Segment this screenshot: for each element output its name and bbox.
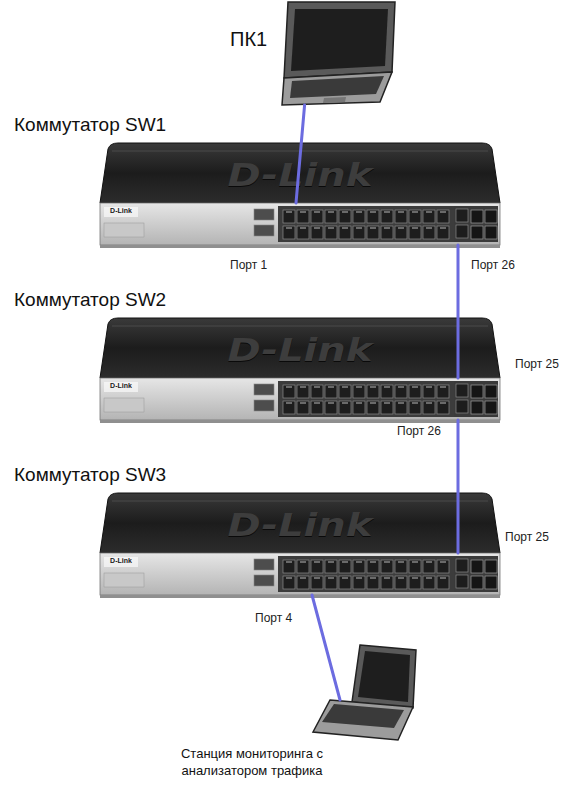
- switch-illustration: [100, 493, 500, 598]
- cable-line: [457, 420, 460, 553]
- brand-logo: D-Link: [228, 331, 373, 369]
- port-label: Порт 1: [230, 258, 267, 272]
- laptop-illustration: [313, 645, 416, 740]
- laptop-illustration: [282, 2, 395, 105]
- laptop-screen: [358, 651, 410, 702]
- brand-logo: D-Link: [110, 557, 132, 565]
- laptop-screen: [291, 9, 388, 71]
- laptop-keyboard: [290, 76, 384, 98]
- brand-logo: D-Link: [110, 382, 132, 390]
- node-label: Коммутатор SW3: [14, 463, 166, 488]
- port-label: Порт 26: [471, 258, 515, 272]
- laptop-lid: [352, 645, 416, 708]
- node-label: ПК1: [230, 26, 267, 52]
- port-label: Порт 25: [515, 357, 559, 371]
- cable-line: [296, 105, 305, 203]
- switch-node: Коммутатор SW3: [100, 553, 500, 595]
- brand-logo: D-Link: [110, 207, 132, 215]
- cable-line: [457, 245, 460, 378]
- laptop-base: [313, 700, 413, 740]
- brand-logo: D-Link: [228, 506, 373, 544]
- laptop-base: [282, 72, 392, 105]
- laptop-touchpad: [323, 97, 346, 103]
- laptop-keyboard: [322, 704, 404, 728]
- switch-illustration: [100, 143, 500, 248]
- node-label: Коммутатор SW1: [14, 113, 166, 138]
- port-label: Порт 4: [255, 611, 292, 625]
- brand-logo: D-Link: [228, 156, 373, 194]
- node-label: Станция мониторинга с анализатором трафи…: [177, 746, 327, 780]
- laptop-node: Станция мониторинга с анализатором трафи…: [313, 700, 413, 740]
- cable-line: [312, 595, 340, 700]
- laptop-node: ПК1: [282, 2, 395, 105]
- port-label: Порт 25: [505, 530, 549, 544]
- port-label: Порт 26: [397, 424, 441, 438]
- node-label: Коммутатор SW2: [14, 288, 166, 313]
- switch-illustration: [100, 318, 500, 423]
- laptop-lid: [284, 2, 395, 78]
- switch-node: Коммутатор SW2: [100, 378, 500, 420]
- switch-node: Коммутатор SW1: [100, 203, 500, 245]
